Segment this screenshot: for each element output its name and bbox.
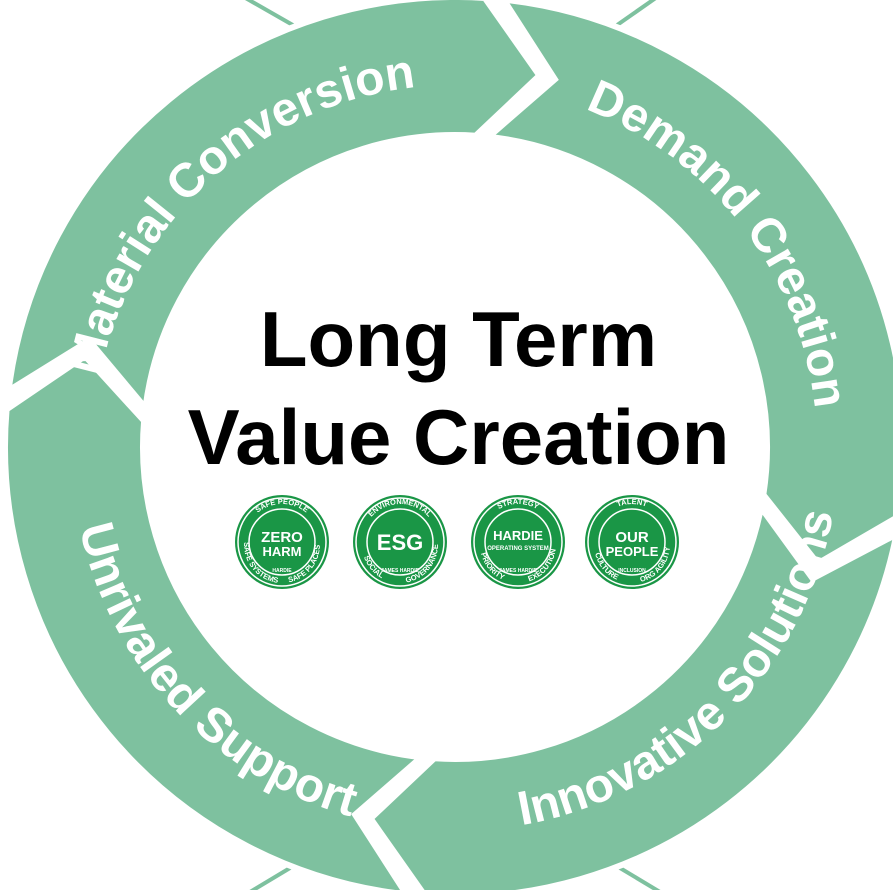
- badge-center-text: ZERO: [261, 529, 303, 546]
- badge-outer-ring: [587, 497, 677, 587]
- badge-outer-ring: [355, 497, 445, 587]
- badge-small-text: INCLUSION: [618, 568, 646, 574]
- badge-center-subtext: OPERATING SYSTEM: [487, 546, 549, 552]
- connector-line: [608, 0, 657, 32]
- title-line-1: Long Term: [259, 295, 658, 383]
- badge-ring-text: STRATEGY: [496, 497, 541, 511]
- badge-small-text: HARDIE: [272, 568, 292, 574]
- badge-outer-ring: [473, 497, 563, 587]
- innovative-solutions-segment: [366, 500, 893, 895]
- badge-center-text: OUR: [615, 529, 649, 546]
- badge-center-text: HARDIE: [493, 528, 543, 543]
- badge-center-subtext: HARM: [263, 544, 302, 559]
- badge-center-subtext: PEOPLE: [606, 544, 659, 559]
- badge-outer-ring: [237, 497, 327, 587]
- badge-inner-ring: [598, 508, 666, 576]
- badge-inner-ring: [484, 508, 552, 576]
- badge-center-text: ESG: [377, 530, 423, 555]
- badge-small-text: JAMES HARDIE: [381, 568, 419, 574]
- material-conversion-segment: [4, 0, 544, 416]
- demand-creation-segment: [481, 0, 893, 568]
- unrivaled-support-segment: [2, 352, 429, 895]
- badge-small-text: JAMES HARDIE: [499, 568, 537, 574]
- badge-ring-text: TALENT: [616, 497, 649, 509]
- title-line-2: Value Creation: [187, 393, 730, 481]
- badge-inner-ring: [366, 508, 434, 576]
- badge-inner-ring: [248, 508, 316, 576]
